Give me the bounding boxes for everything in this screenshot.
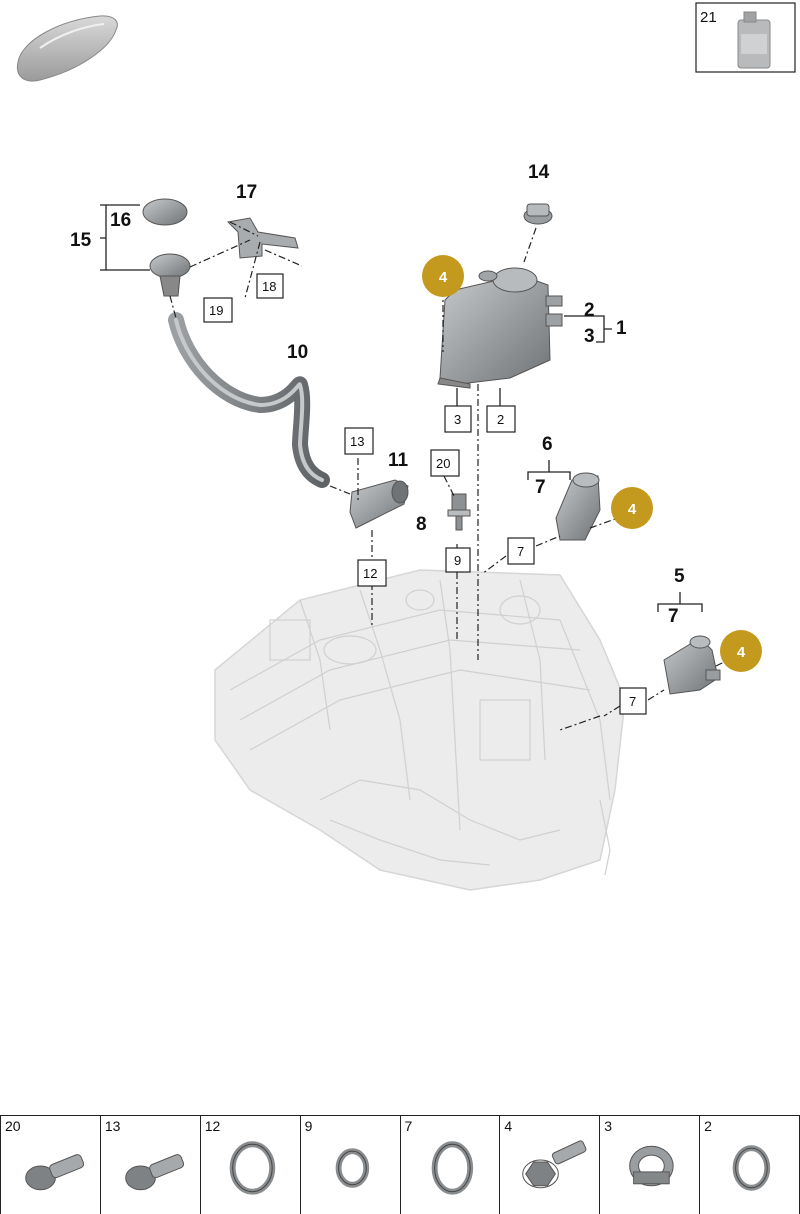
- badge-4-tank: 4: [422, 255, 464, 297]
- box-label-9: 9: [454, 553, 461, 568]
- box-label-7-upper: 7: [517, 544, 524, 559]
- box-label-19: 19: [209, 303, 223, 318]
- filler-neck: [142, 198, 191, 297]
- strip-number: 20: [5, 1118, 21, 1134]
- hardware-strip: 20 13 12 9 7 4: [0, 1115, 800, 1214]
- callout-8: 8: [416, 514, 427, 535]
- bracket: [226, 217, 299, 259]
- bolt-icon: [25, 1154, 85, 1191]
- strip-cell: 7: [401, 1116, 501, 1214]
- coolant-fitting-lower: [663, 635, 721, 695]
- strip-cell: 20: [0, 1116, 101, 1214]
- box-label-3: 3: [454, 412, 461, 427]
- strip-cell: 4: [500, 1116, 601, 1214]
- box-label-13: 13: [350, 434, 364, 449]
- coolant-fitting-upper: [555, 472, 601, 541]
- callout-16: 16: [110, 210, 131, 231]
- lock-ring-icon: [629, 1145, 674, 1187]
- seal-ring-icon: [229, 1141, 275, 1195]
- callout-6: 6: [542, 434, 553, 455]
- callout-5: 5: [674, 566, 685, 587]
- callout-3: 3: [584, 326, 595, 347]
- strip-number: 4: [504, 1118, 513, 1134]
- strip-cell: 9: [301, 1116, 401, 1214]
- box-label-12: 12: [363, 566, 377, 581]
- seal-ring-icon: [431, 1141, 473, 1195]
- vehicle-thumbnail: [16, 15, 118, 82]
- callout-10: 10: [287, 342, 308, 363]
- box-label-20: 20: [436, 456, 450, 471]
- seal-ring-icon: [732, 1145, 771, 1191]
- seal-ring-icon: [335, 1148, 369, 1188]
- strip-number: 3: [604, 1118, 613, 1134]
- strip-number: 13: [104, 1118, 121, 1134]
- strip-cell: 12: [201, 1116, 301, 1214]
- badge-4-fitting-lower: 4: [720, 630, 762, 672]
- box-label-2: 2: [497, 412, 504, 427]
- badge-4-fitting-upper: 4: [611, 487, 653, 529]
- leader-lines: [169, 221, 729, 731]
- strip-cell: 2: [700, 1116, 800, 1214]
- coolant-expansion-tank: [437, 267, 563, 389]
- callout-1: 1: [616, 318, 627, 339]
- coolant-bottle-icon: [737, 11, 771, 69]
- strip-cell: 3: [600, 1116, 701, 1214]
- box-label-7-lower: 7: [629, 694, 636, 709]
- strip-number: 12: [204, 1118, 221, 1134]
- boxed-labels: 18 19 3 2 13 20 9 12 7 7: [203, 273, 647, 715]
- callout-2: 2: [584, 300, 595, 321]
- tank-cap: [523, 203, 553, 225]
- strip-number: 9: [304, 1118, 313, 1134]
- callout-14: 14: [528, 162, 550, 183]
- bolt-assembly: [447, 493, 471, 531]
- box-label-18: 18: [262, 279, 276, 294]
- callout-7-upper: 7: [535, 477, 546, 498]
- group-brackets: [100, 204, 703, 612]
- strip-cell: 13: [101, 1116, 201, 1214]
- svg-text:4: 4: [628, 501, 637, 518]
- strip-number: 2: [704, 1118, 712, 1134]
- svg-text:4: 4: [439, 269, 448, 286]
- callout-17: 17: [236, 182, 257, 203]
- coolant-flange: [349, 479, 409, 529]
- engine-illustration: [214, 569, 626, 891]
- flange-bolt-icon: [522, 1140, 587, 1189]
- accessory-number: 21: [700, 9, 717, 26]
- accessory-box: 21: [695, 2, 796, 73]
- bolt-icon: [125, 1154, 184, 1191]
- callout-15: 15: [70, 230, 92, 251]
- callout-7-lower: 7: [668, 606, 679, 627]
- callout-11: 11: [388, 450, 409, 471]
- strip-number: 7: [404, 1118, 413, 1134]
- svg-text:4: 4: [737, 644, 746, 661]
